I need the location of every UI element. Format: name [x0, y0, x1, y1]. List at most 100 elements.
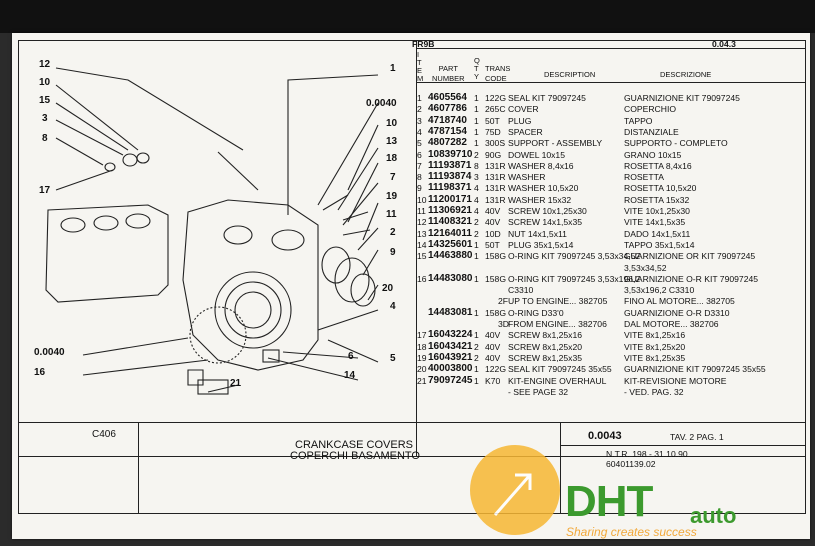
- row-item: 7: [417, 160, 422, 171]
- row-part-number: 11198371: [428, 182, 472, 194]
- row-part-number: 14463880: [428, 250, 473, 262]
- callout-1: 1: [390, 63, 396, 74]
- row-descrizione: FINO AL MOTORE... 382705: [624, 296, 735, 307]
- row-description: NUT 14x1,5x11: [508, 228, 567, 239]
- row-trans-code: 10D: [485, 228, 501, 239]
- footer-ref: 0.0043: [588, 430, 622, 442]
- footer-top-rule: [18, 422, 806, 423]
- callout-11: 11: [386, 209, 397, 220]
- row-descrizione: KIT-REVISIONE MOTORE: [624, 375, 727, 386]
- callout-6: 6: [348, 351, 354, 362]
- row-qty: 3D: [498, 319, 509, 329]
- row-part-number: 14325601: [428, 238, 473, 250]
- row-part-number: 11193874: [428, 171, 472, 183]
- row-descrizione: GRANO 10x15: [624, 149, 682, 160]
- footer-ntr: N.T.R. 198 - 31.10.90: [606, 449, 688, 459]
- row-item: 10: [417, 194, 427, 205]
- row-qty: 1: [474, 104, 479, 115]
- watermark-circle: [470, 445, 560, 535]
- callout-14: 14: [344, 370, 356, 381]
- callout-10: 10: [39, 77, 51, 88]
- row-descrizione: TAPPO: [624, 115, 653, 126]
- col-item: I T E M: [417, 50, 424, 83]
- row-item: 20: [417, 364, 427, 375]
- row-qty: 1: [474, 251, 479, 262]
- row-descrizione: GUARNIZIONE OR KIT 79097245: [624, 251, 756, 262]
- row-qty: 2: [474, 228, 479, 239]
- callout-20: 20: [382, 283, 394, 294]
- row-part-number: 40003800: [428, 363, 473, 375]
- callout-0-0040-left: 0.0040: [34, 347, 65, 358]
- row-description: WASHER 15x32: [508, 194, 572, 205]
- engine-block-outline: [45, 204, 169, 303]
- row-item: 6: [417, 149, 422, 160]
- row-part-number: 79097245: [428, 374, 473, 386]
- row-trans-code: 158G: [485, 251, 507, 262]
- callout-3: 3: [42, 113, 48, 124]
- vertical-divider: [416, 40, 417, 456]
- row-description: COVER: [508, 104, 539, 115]
- row-part-number: 11193871: [428, 159, 472, 171]
- row-qty: 1: [474, 126, 479, 137]
- row-description: DOWEL 10x15: [508, 149, 565, 160]
- row-trans-code: 50T: [485, 239, 500, 250]
- row-trans-code: 158G: [485, 273, 507, 284]
- row-description: KIT-ENGINE OVERHAUL: [508, 375, 607, 386]
- callout-16: 16: [34, 367, 46, 378]
- row-descrizione: DAL MOTORE... 382706: [624, 319, 719, 329]
- row-trans-code: 122G: [485, 93, 507, 103]
- row-trans-code: 300S: [485, 138, 506, 149]
- row-item: 2: [417, 104, 422, 115]
- row-description: PLUG 35x1,5x14: [508, 239, 574, 250]
- row-trans-code: 40V: [485, 341, 501, 352]
- exploded-diagram: [45, 67, 379, 395]
- row-descrizione: GUARNIZIONE O-R D3310: [624, 307, 730, 318]
- footer-divider: [18, 456, 806, 457]
- row-trans-code: 122G: [485, 364, 507, 375]
- row-qty: 1: [474, 330, 479, 341]
- row-part-number: 14483081: [428, 306, 473, 318]
- callout-13: 13: [386, 136, 398, 147]
- row-qty: 4: [474, 206, 479, 216]
- row-item: 5: [417, 138, 422, 149]
- row-qty: 8: [474, 160, 479, 171]
- row-descrizione: VITE 8x1,25x20: [624, 341, 686, 352]
- row-trans-code: 90G: [485, 149, 502, 160]
- row-item: 4: [417, 126, 422, 137]
- row-qty: 2: [474, 341, 479, 352]
- callout-18: 18: [386, 153, 398, 164]
- row-descrizione: ROSETTA: [624, 172, 664, 183]
- row-trans-code: 131R: [485, 160, 506, 171]
- row-trans-code: 40V: [485, 352, 501, 363]
- row-item: 18: [417, 341, 427, 352]
- row-trans-code: 265C: [485, 104, 506, 115]
- row-part-number: 16043421: [428, 340, 473, 352]
- row-descrizione: VITE 8x1,25x16: [624, 330, 686, 341]
- arrow-icon: [493, 473, 532, 516]
- row-qty: 4: [474, 194, 479, 205]
- row-part-number: 12164011: [428, 227, 472, 239]
- row-qty: 2: [474, 149, 479, 160]
- row-description: SPACER: [508, 126, 543, 137]
- row-trans-code: 75D: [485, 126, 501, 137]
- row-trans-code: K70: [485, 375, 501, 386]
- parts-catalog-sheet: FR9B 0.04.3 I T E M PART NUMBER Q T Y TR…: [12, 33, 810, 539]
- row-description: O-RING KIT 79097245 3,53x34,52: [508, 251, 641, 262]
- row-item: 16: [417, 273, 427, 284]
- row-part-number: 11200171: [428, 193, 472, 205]
- top-dark-strip: [0, 0, 815, 33]
- row-part-number: 14483080: [428, 272, 473, 284]
- row-qty: 3: [474, 172, 479, 183]
- row-description: O-RING D33'0: [508, 307, 564, 318]
- row-part-number: 4718740: [428, 114, 467, 126]
- row-trans-code: 40V: [485, 217, 501, 228]
- row-descrizione: - VED. PAG. 32: [624, 386, 684, 397]
- row-description: SCREW 8x1,25x16: [508, 330, 583, 341]
- row-descrizione: GUARNIZIONE KIT 79097245 35x55: [624, 364, 766, 375]
- row-qty: 2: [474, 352, 479, 363]
- row-description: SEAL KIT 79097245 35x55: [508, 364, 612, 375]
- row-qty: 2: [474, 217, 479, 228]
- row-description: C3310: [508, 285, 534, 296]
- row-qty: 1: [474, 239, 479, 250]
- col-descrizione: DESCRIZIONE: [660, 70, 712, 79]
